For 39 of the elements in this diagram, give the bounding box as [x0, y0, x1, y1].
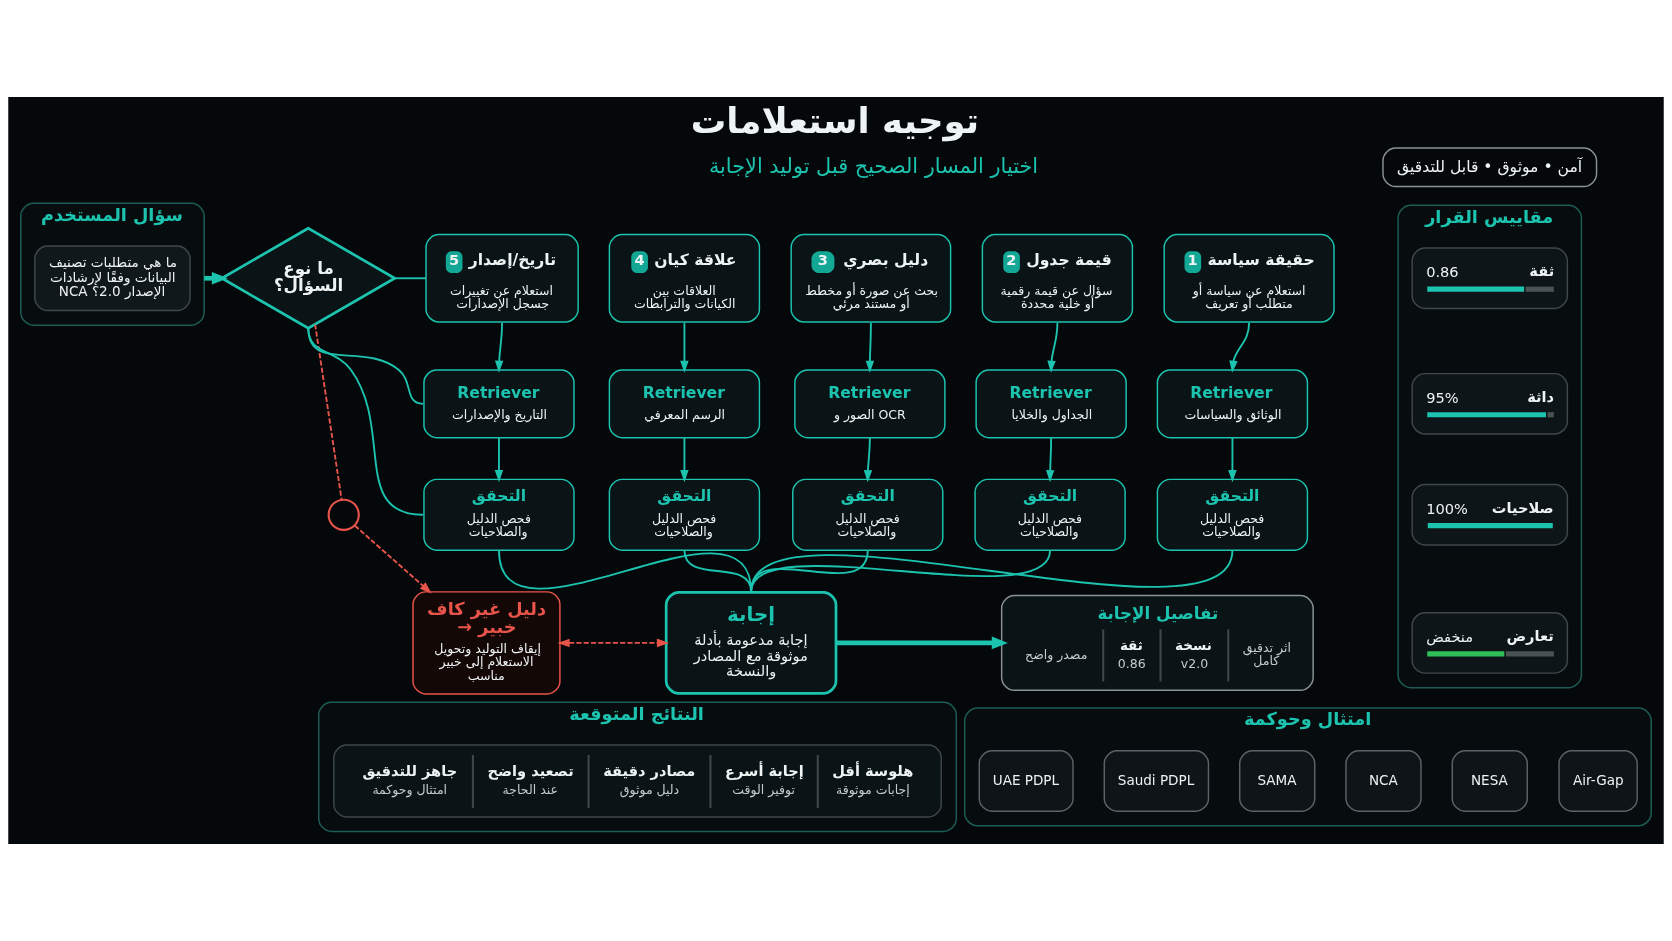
node-box: التحقق فحص الدليل والصلاحيات: [974, 478, 1126, 551]
node-box: NESA: [1451, 750, 1528, 812]
arrow: [494, 436, 504, 483]
arrow: [354, 524, 432, 594]
arrow: [680, 436, 689, 483]
connector: [314, 323, 343, 501]
node-box: دليل غير كاف → خبير إيقاف التوليد وتحويل الاستعلام إلى خبير مناسب: [412, 591, 561, 695]
arrow: [494, 322, 504, 373]
node-box: التحقق فحص الدليل والصلاحيات: [792, 478, 944, 551]
diagram-title: توجيه استعلامات: [690, 99, 980, 141]
node-circle: [327, 498, 360, 531]
arrow: [1045, 436, 1055, 483]
connector: [498, 549, 753, 593]
node-box: UAE PDPL: [978, 750, 1074, 812]
arrow: [680, 322, 689, 373]
arrow: [865, 322, 875, 373]
node-box: إجابة إجابة مدعومة بأدلة موثوقة مع المصادر والنسخة: [664, 591, 838, 695]
node-box: SAMA: [1239, 750, 1316, 812]
arrow: [1047, 322, 1059, 373]
arrow: [557, 638, 669, 648]
node-box: ما هي متطلبات تصنيف البيانات وفقًا لإرشادات NCA الإصدار 2.0؟: [34, 245, 191, 312]
node-box: التحقق فحص الدليل والصلاحيات: [1156, 478, 1309, 551]
node-box: منخفض تعارض: [1411, 612, 1569, 674]
node-box: التحقق فحص الدليل والصلاحيات: [608, 478, 761, 551]
arrow: [863, 436, 873, 483]
connector: [307, 327, 424, 516]
connector: [750, 549, 1234, 593]
node-box: NCA: [1345, 750, 1422, 812]
node-box: التحقق فحص الدليل والصلاحيات: [423, 478, 575, 551]
node-box: آمن • موثوق • قابل للتدقيق: [1382, 147, 1598, 188]
node-box: جاهز للتدقيق امتثال وحوكمة تصعيد واضح عند الحاجة مصادر دقيقة دليل موثوق إجابة أسرع توفير الوقت هلوسة أقل إجابات موثوقة: [333, 744, 942, 818]
connector: [394, 277, 427, 280]
connector: [307, 327, 424, 405]
arrow: [1228, 436, 1237, 483]
arrow: [1229, 322, 1251, 373]
node-box: Air-Gap: [1558, 750, 1638, 812]
node-box: Saudi PDPL: [1103, 750, 1210, 812]
label: اختيار المسار الصحيح قبل توليد الإجابة: [708, 153, 1039, 178]
arrow: [836, 636, 1008, 650]
